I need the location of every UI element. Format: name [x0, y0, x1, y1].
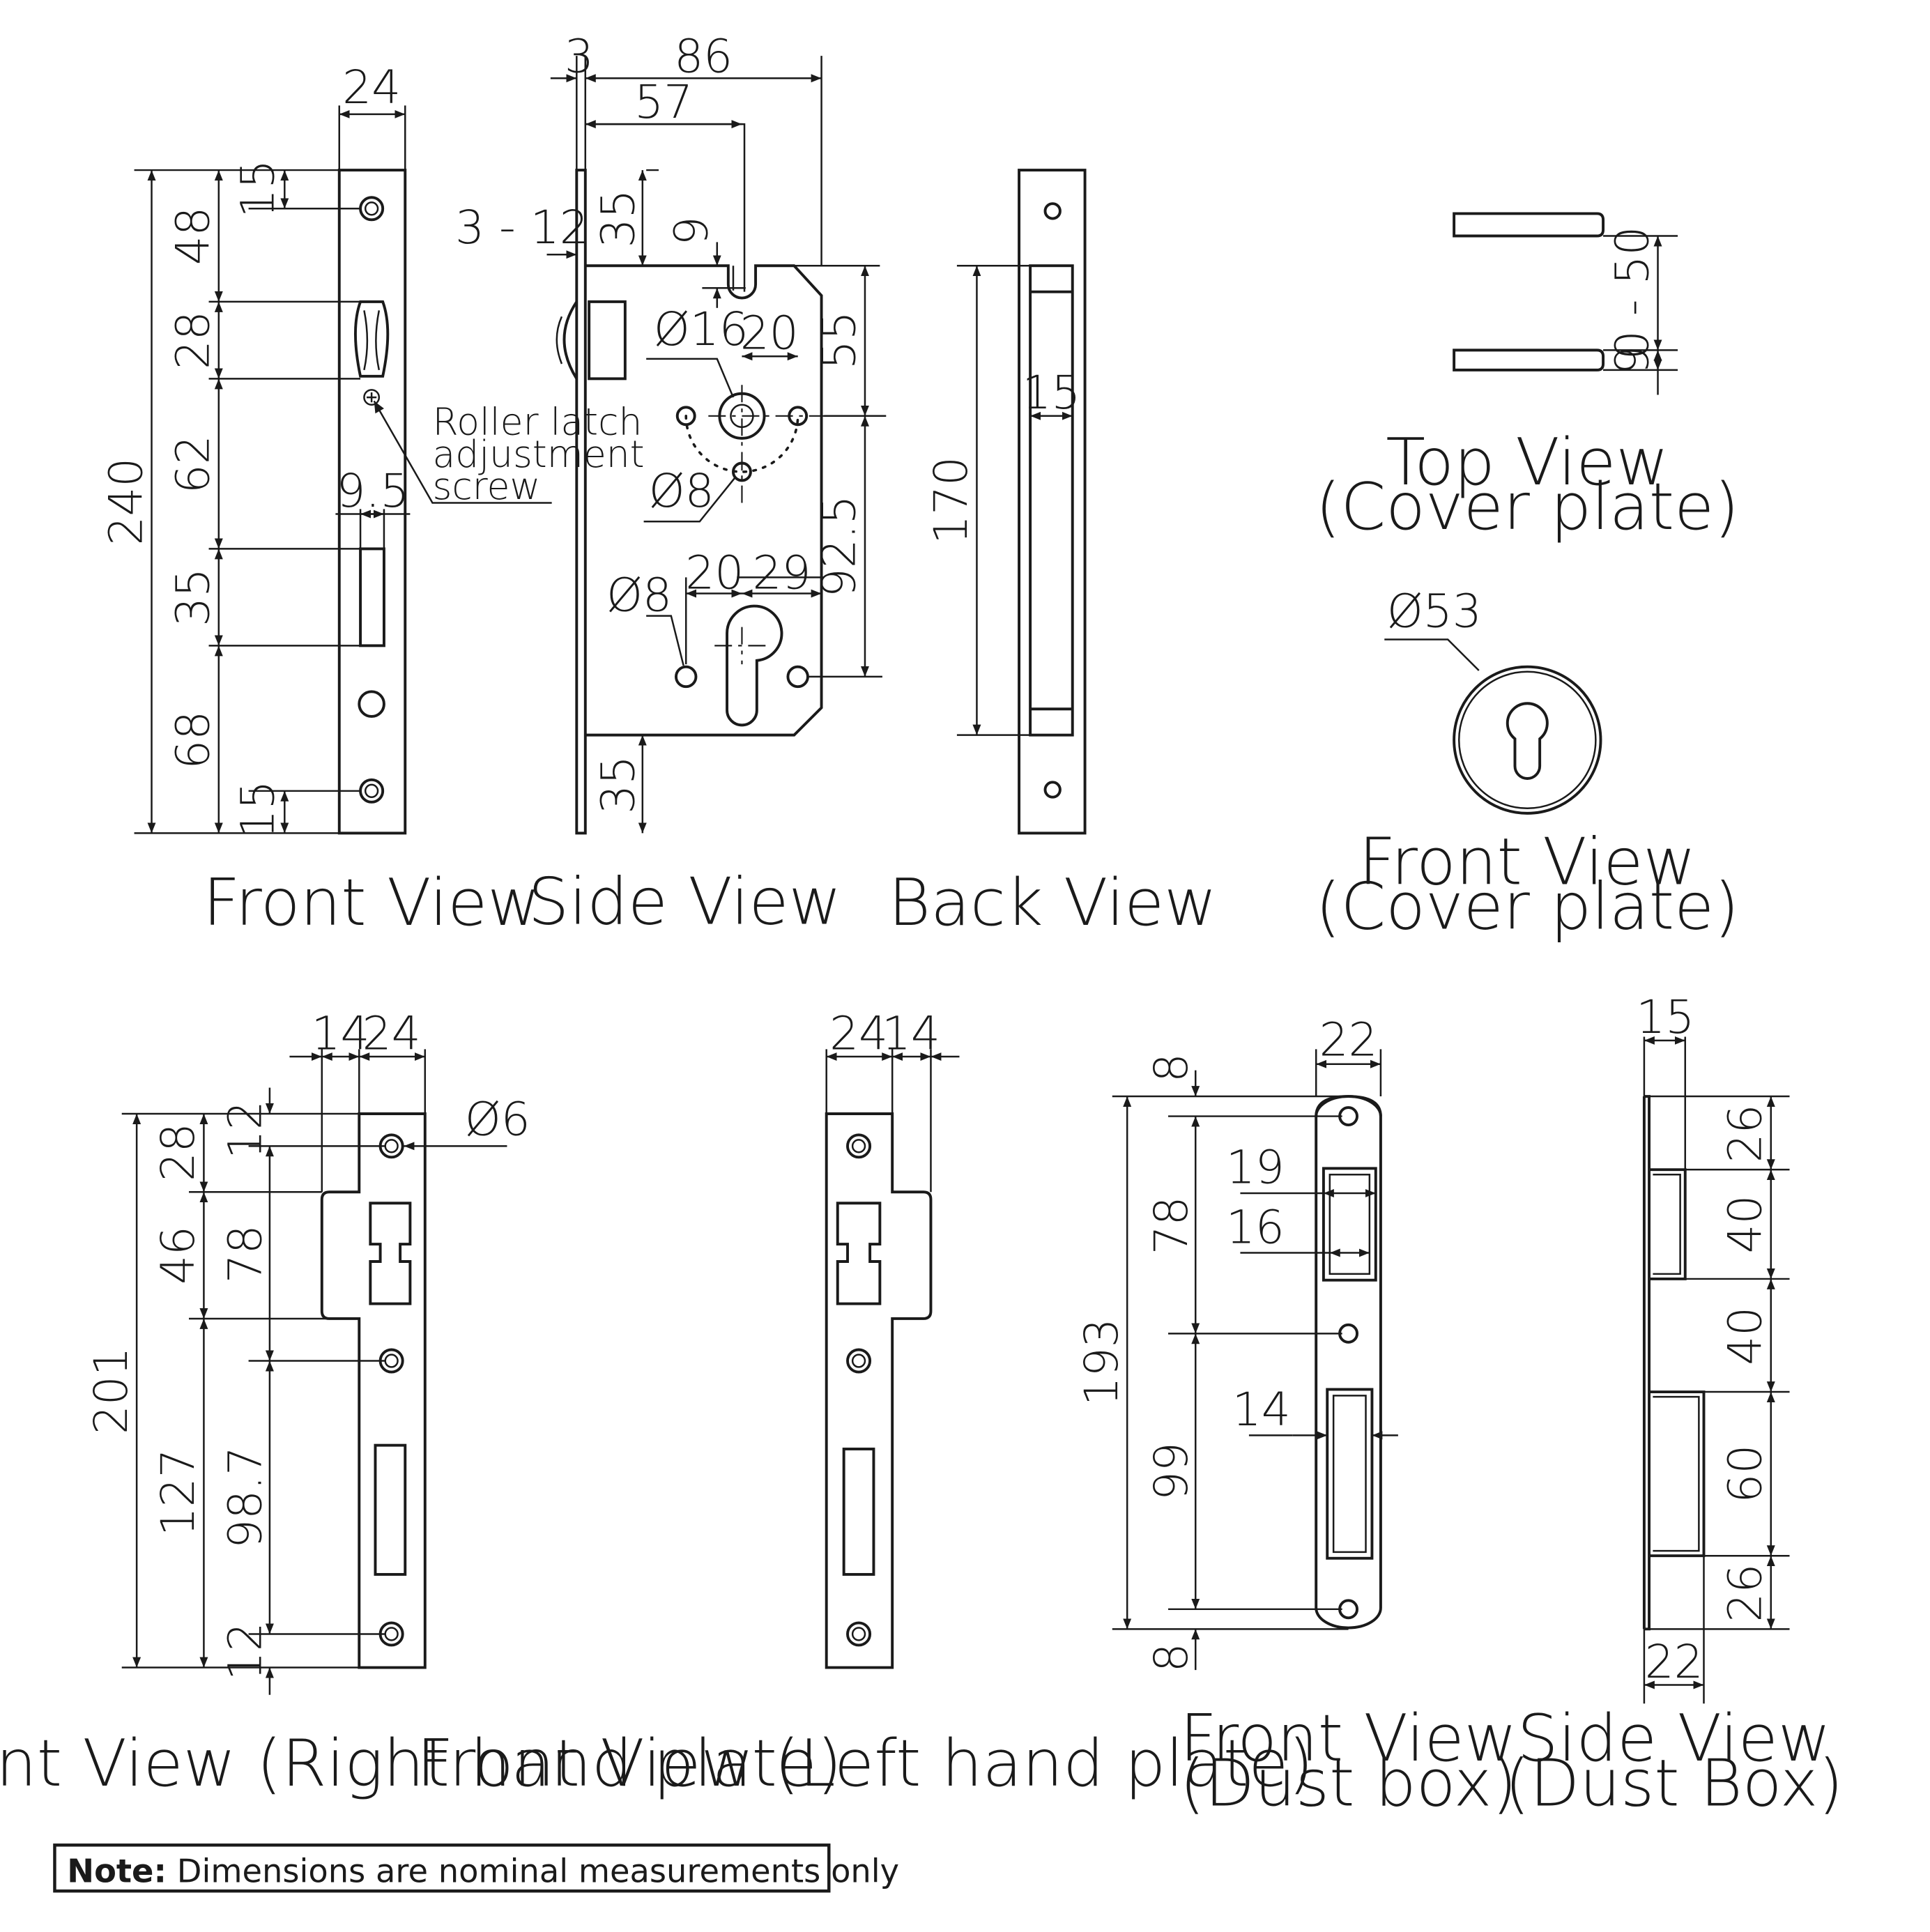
front-width-dim: 24	[342, 61, 401, 114]
front-view: 24 240 15 48 28 62 35 68 15 9.5 Roller l…	[99, 61, 644, 839]
dbs-d2-dim: 40	[1718, 1195, 1772, 1254]
rp-lower-dim: 127	[151, 1448, 205, 1536]
side-top-dim: 35	[591, 190, 645, 248]
side-adjust-dim: 3 - 12	[455, 201, 589, 254]
svg-text:Note: Dimensions are nominal m: Note: Dimensions are nominal measurement…	[67, 1853, 899, 1890]
side-notch-dim: 9	[665, 216, 719, 245]
rp-overall-dim: 201	[84, 1347, 138, 1434]
cover-plate-views: 0 - 50 9 Ø53	[1384, 212, 1678, 815]
side-backset-dim: 57	[634, 75, 693, 129]
caption-dust-front-line1: Front View	[1180, 1701, 1517, 1776]
back-view: 170 15	[924, 169, 1087, 835]
caption-front-view: Front View	[203, 865, 540, 940]
db-outer-width-dim: 19	[1226, 1141, 1285, 1195]
front-top-hole-dim: 15	[231, 160, 284, 218]
side-to-spindle-dim: 55	[813, 311, 866, 369]
right-hand-plate: 14 24 Ø6 201 28 46 127 12 78 98.7 12	[84, 1006, 530, 1695]
side-plate-dim: 3	[565, 29, 594, 83]
rp-hole-bottom-dim: 12	[218, 1622, 272, 1680]
note-text: Dimensions are nominal measurements only	[167, 1853, 899, 1890]
side-fix-dia-dim: Ø8	[649, 464, 714, 518]
left-hand-plate: 24 14	[825, 1006, 960, 1669]
side-spindle-off-dim: 20	[740, 307, 799, 360]
caption-dust-front-line2: (Dust box)	[1179, 1745, 1517, 1820]
rp-hole-top-dim: 12	[218, 1101, 272, 1159]
front-lower-dim: 68	[167, 711, 220, 769]
front-bolt-dim: 35	[167, 568, 220, 627]
rp-bottom-hole-dim: 98.7	[218, 1446, 272, 1549]
front-height-dim: 240	[99, 458, 153, 546]
caption-front-cover-line2: (Cover plate)	[1315, 869, 1739, 944]
caption-side-view: Side View	[528, 864, 841, 939]
caption-back-view: Back View	[888, 865, 1217, 940]
caption-dust-side-line2: (Dust Box)	[1505, 1745, 1844, 1820]
dbs-d1-dim: 26	[1718, 1105, 1772, 1163]
side-fix-dia-2-dim: Ø8	[606, 569, 672, 622]
lp-plate-width-dim: 24	[829, 1006, 888, 1060]
caption-top-view-line1: Top View	[1386, 424, 1669, 500]
dust-box-front: 8 22 193 78 19 16 99 14 8	[1075, 1013, 1398, 1672]
dbs-d3-dim: 40	[1718, 1307, 1772, 1365]
dbs-depth-dim: 15	[1636, 990, 1694, 1044]
db-overall-dim: 193	[1075, 1318, 1128, 1406]
caption-top-view-line2: (Cover plate)	[1315, 469, 1739, 544]
side-spindle-dia-dim: Ø16	[654, 302, 749, 356]
rp-top-to-lip-dim: 28	[151, 1123, 205, 1181]
db-width-dim: 22	[1319, 1013, 1378, 1066]
caption-left-plate: Front View (Left hand plate)	[417, 1726, 1314, 1801]
side-cyl-right-dim: 29	[753, 546, 811, 599]
rp-hole-dia-dim: Ø6	[465, 1092, 530, 1146]
cover-thickness-dim: 9	[1605, 346, 1659, 375]
roller-latch-callout-line2: adjustment	[432, 432, 644, 476]
db-inner-width-dim: 16	[1226, 1200, 1285, 1254]
front-bottom-hole-dim: 15	[231, 781, 284, 839]
lp-lip-width-dim: 14	[882, 1006, 940, 1060]
db-top-dim: 8	[1144, 1053, 1198, 1082]
roller-latch-callout-line1: Roller latch	[432, 400, 642, 444]
side-centres-dim: 92.5	[813, 495, 866, 597]
db-lower-width-dim: 14	[1232, 1383, 1291, 1436]
back-height-dim: 170	[924, 457, 978, 544]
front-latch-dim: 28	[167, 311, 220, 369]
cover-diameter-dim: Ø53	[1387, 585, 1482, 638]
side-cyl-left-dim: 20	[685, 546, 744, 599]
dbs-depth-lower-dim: 22	[1645, 1635, 1703, 1689]
rp-mid-hole-dim: 78	[218, 1225, 272, 1283]
cover-range-dim: 0 - 50	[1605, 227, 1659, 360]
rp-lip-dim: 46	[151, 1226, 205, 1285]
rp-plate-width-dim: 24	[362, 1006, 421, 1060]
side-depth-dim: 86	[674, 29, 733, 83]
rp-lip-width-dim: 14	[312, 1006, 370, 1060]
side-bottom-dim: 35	[591, 756, 645, 814]
front-mid-dim: 62	[167, 435, 220, 493]
caption-dust-side-line1: Side View	[1517, 1701, 1831, 1776]
dbs-d5-dim: 26	[1718, 1564, 1772, 1623]
roller-latch-callout-line3: screw	[432, 464, 540, 508]
front-bolt-offset-dim: 9.5	[336, 464, 409, 518]
db-bottom-dim: 8	[1144, 1643, 1198, 1672]
caption-right-plate: Front View (Right hand plate)	[0, 1726, 842, 1801]
front-to-latch-dim: 48	[167, 207, 220, 266]
caption-front-cover-line1: Front View	[1358, 824, 1696, 899]
db-upper-dim: 78	[1144, 1196, 1198, 1255]
note-box: Note: Dimensions are nominal measurement…	[53, 1843, 899, 1893]
dust-box-side: 15 26 40 40 60 26 22	[1636, 990, 1790, 1704]
captions: Front View Side View Back View Top View …	[0, 424, 1844, 1820]
side-view: 3 86 57 35 3 - 12 9 Ø16 20 55 Ø8 92.5 Ø8…	[455, 29, 887, 835]
back-width-dim: 15	[1022, 366, 1080, 420]
note-label: Note:	[67, 1853, 167, 1890]
dbs-d4-dim: 60	[1718, 1445, 1772, 1503]
db-lower-dim: 99	[1144, 1442, 1198, 1501]
